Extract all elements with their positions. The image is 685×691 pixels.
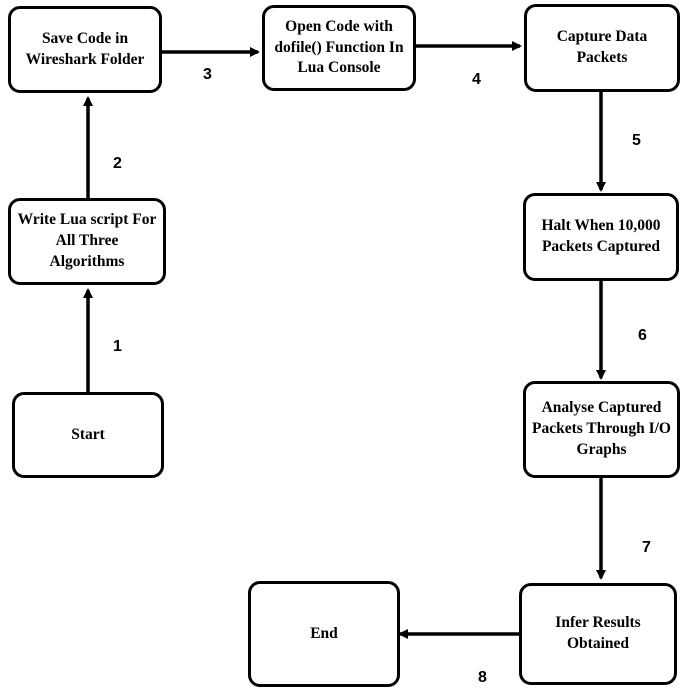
node-end: End [248, 581, 400, 687]
step-label-8: 8 [478, 669, 487, 686]
node-capture-packets: Capture Data Packets [524, 4, 680, 92]
step-label-2: 2 [113, 155, 122, 172]
step-label-1: 1 [113, 338, 122, 355]
step-label-7: 7 [642, 539, 651, 556]
step-label-3: 3 [203, 66, 212, 83]
step-label-5: 5 [632, 132, 641, 149]
node-infer-results: Infer Results Obtained [519, 583, 677, 685]
step-label-4: 4 [472, 71, 481, 88]
node-halt: Halt When 10,000 Packets Captured [523, 193, 679, 281]
step-label-6: 6 [638, 327, 647, 344]
node-save-code: Save Code in Wireshark Folder [8, 6, 162, 93]
node-open-code: Open Code with dofile() Function In Lua … [262, 5, 416, 91]
node-analyse: Analyse Captured Packets Through I/O Gra… [523, 381, 680, 478]
node-start: Start [12, 392, 164, 478]
node-write-lua-script: Write Lua script For All Three Algorithm… [8, 198, 166, 285]
